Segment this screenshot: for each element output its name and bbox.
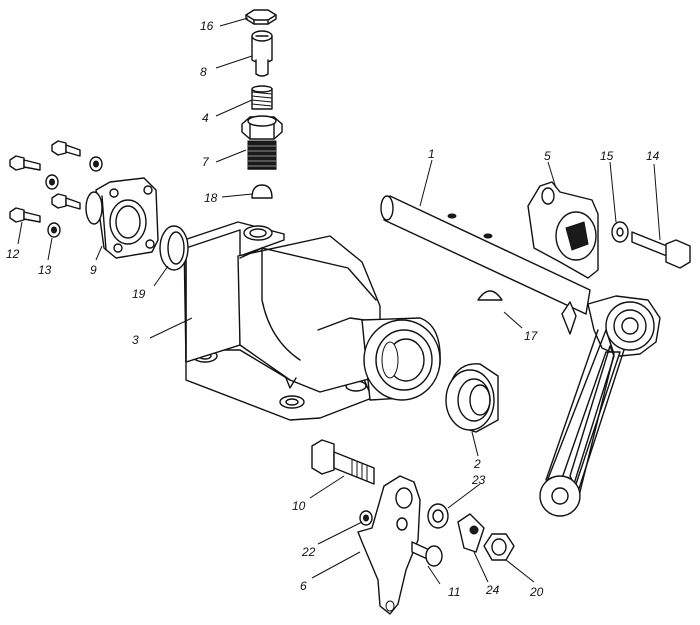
label-23: 23 [471, 473, 486, 487]
part-23-washer-large [427, 503, 449, 529]
part-20-nut [483, 533, 515, 561]
label-17: 17 [524, 329, 539, 343]
part-16-locknut [245, 9, 277, 25]
label-7: 7 [202, 155, 210, 169]
part-8-plunger [251, 30, 273, 77]
part-labels: 16 8 4 7 18 3 19 9 12 13 1 5 15 14 17 2 … [6, 19, 660, 599]
part-17-key [477, 290, 503, 301]
part-3-housing [183, 221, 441, 421]
label-20: 20 [529, 585, 544, 599]
label-18: 18 [204, 191, 218, 205]
part-19-gasket-ring [159, 225, 189, 271]
part-6-bracket-lever [357, 475, 421, 615]
label-16: 16 [200, 19, 214, 33]
label-1: 1 [428, 147, 435, 161]
part-4-spring [251, 85, 273, 110]
part-22-washer [359, 510, 373, 526]
label-9: 9 [90, 263, 97, 277]
part-10-pin [411, 541, 443, 567]
leader-lines [17, 17, 661, 585]
label-11: 10 [292, 499, 306, 513]
label-4: 4 [202, 111, 209, 125]
label-3: 3 [132, 333, 139, 347]
lever-arm [539, 295, 661, 517]
part-5-lever-clamp [527, 181, 599, 335]
part-18-ball [251, 184, 273, 199]
label-8: 8 [200, 65, 207, 79]
part-12-bolts [9, 140, 81, 223]
part-11-bolt [311, 439, 375, 485]
part-7-threaded-plug [241, 115, 283, 170]
label-24: 24 [485, 583, 500, 597]
label-5: 5 [544, 149, 551, 163]
label-22: 22 [301, 545, 316, 559]
label-2: 2 [473, 457, 481, 471]
part-9-flange-cover [85, 177, 159, 259]
part-2-bushing [445, 363, 499, 433]
label-14: 14 [646, 149, 660, 163]
label-12: 12 [6, 247, 20, 261]
part-13-washers [45, 156, 103, 238]
label-10: 11 [448, 585, 460, 599]
label-6: 6 [300, 579, 307, 593]
part-24-lock-washer [457, 513, 485, 553]
label-19: 19 [132, 287, 146, 301]
part-15-spring-washer [611, 221, 629, 243]
part-14-clamp-bolt [631, 231, 691, 269]
label-15: 15 [600, 149, 614, 163]
label-13: 13 [38, 263, 52, 277]
part-1-shaft [380, 195, 591, 315]
